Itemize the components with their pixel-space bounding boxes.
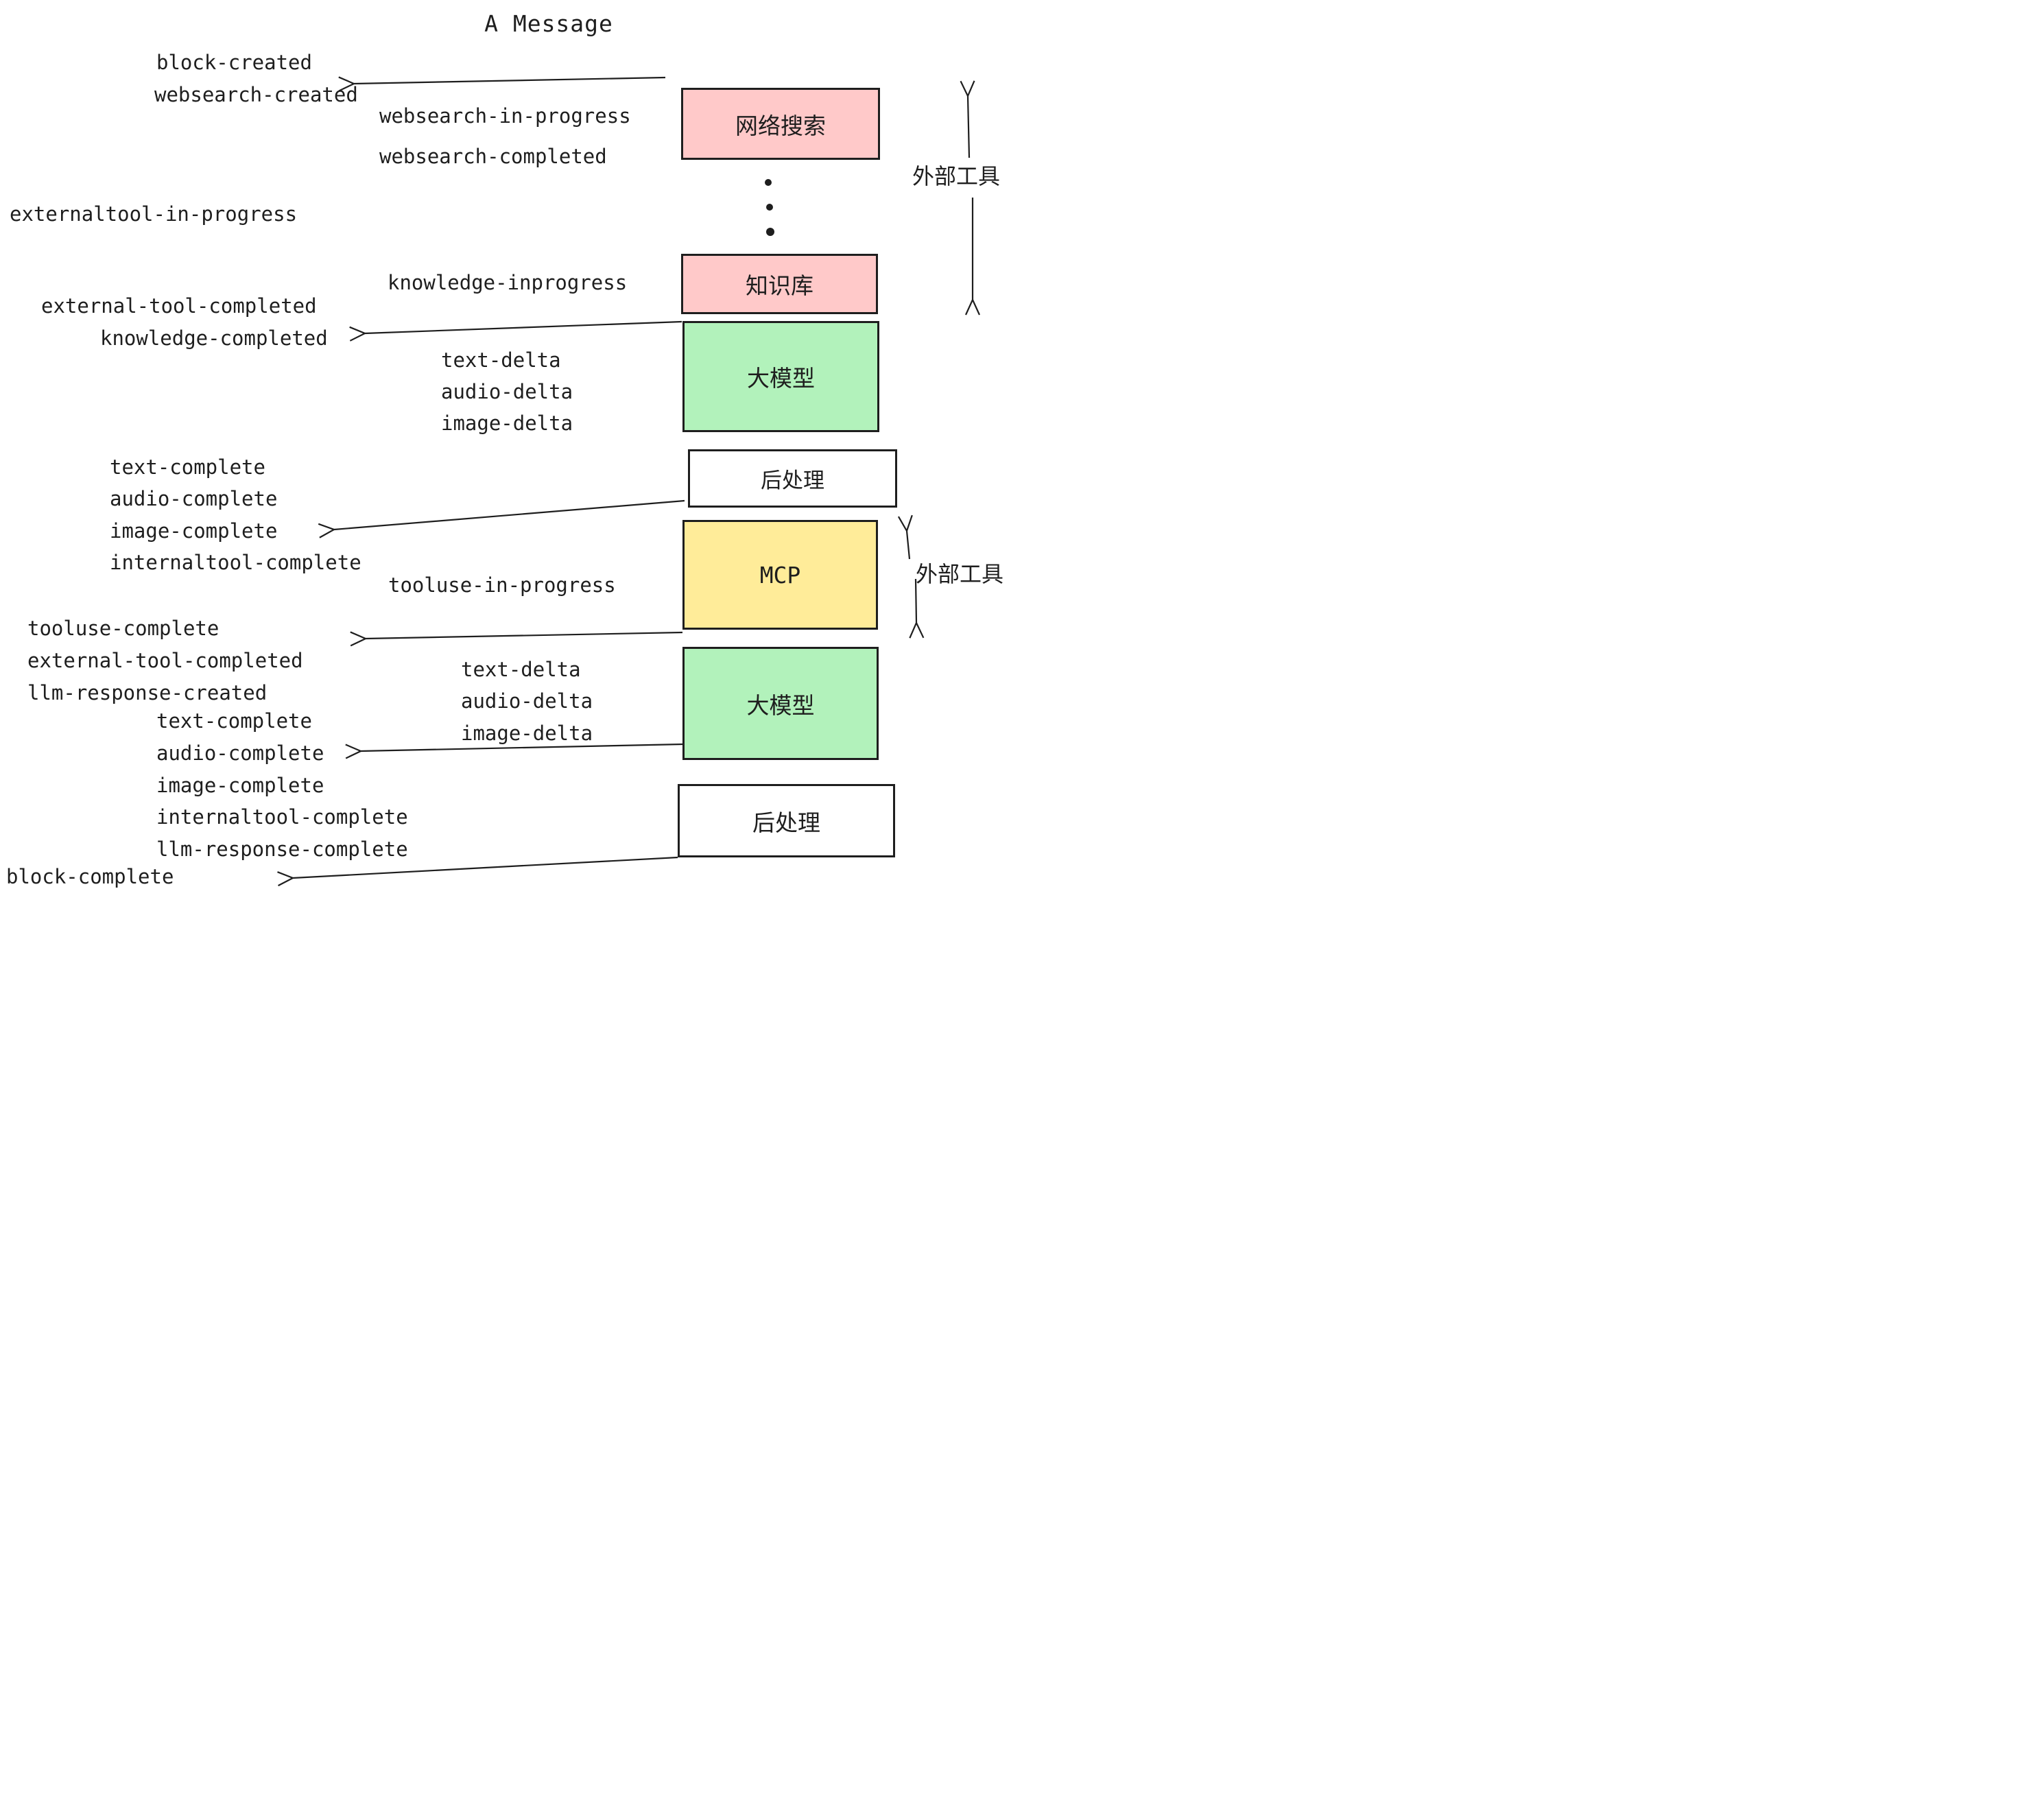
event-text-complete-1: text-complete bbox=[110, 455, 265, 479]
node-llm-1-label: 大模型 bbox=[747, 365, 815, 392]
external-tools-top-arrow-up bbox=[960, 80, 975, 158]
event-llm-response-created: llm-response-created bbox=[27, 681, 268, 704]
event-text-complete-2: text-complete bbox=[156, 709, 312, 733]
event-tooluse-in-progress: tooluse-in-progress bbox=[388, 573, 616, 597]
event-externaltool-in-progress: externaltool-in-progress bbox=[10, 202, 298, 226]
event-block-created: block-created bbox=[156, 51, 312, 74]
arrow-knowledge-completed bbox=[349, 320, 682, 342]
node-mcp: MCP bbox=[682, 520, 878, 630]
event-internaltool-complete-2: internaltool-complete bbox=[156, 805, 408, 829]
event-tooluse-complete: tooluse-complete bbox=[27, 617, 219, 640]
node-mcp-label: MCP bbox=[759, 561, 801, 589]
event-audio-delta-2: audio-delta bbox=[461, 689, 593, 713]
event-audio-delta-1: audio-delta bbox=[441, 380, 573, 403]
event-internaltool-complete-1: internaltool-complete bbox=[110, 551, 361, 574]
event-external-tool-completed-1: external-tool-completed bbox=[41, 294, 317, 318]
external-tools-top-label: 外部工具 bbox=[912, 163, 1001, 189]
event-external-tool-completed-2: external-tool-completed bbox=[27, 649, 303, 672]
external-tools-mcp-label: 外部工具 bbox=[916, 561, 1004, 587]
node-postprocess-1: 后处理 bbox=[688, 449, 897, 508]
node-postprocess-2: 后处理 bbox=[678, 784, 895, 857]
event-image-delta-1: image-delta bbox=[441, 412, 573, 435]
arrow-layer bbox=[277, 76, 981, 887]
event-image-complete-1: image-complete bbox=[110, 519, 278, 543]
node-llm-1: 大模型 bbox=[682, 321, 879, 432]
event-audio-complete-1: audio-complete bbox=[110, 487, 278, 510]
event-audio-complete-2: audio-complete bbox=[156, 741, 324, 765]
event-knowledge-completed: knowledge-completed bbox=[100, 327, 328, 350]
node-llm-2: 大模型 bbox=[682, 647, 879, 760]
node-knowledge-base: 知识库 bbox=[681, 254, 878, 314]
arrow-tooluse-complete bbox=[350, 631, 683, 647]
event-websearch-created: websearch-created bbox=[154, 83, 358, 106]
event-image-complete-2: image-complete bbox=[156, 774, 324, 797]
ellipsis-dots bbox=[765, 179, 774, 236]
diagram-title: A Message bbox=[484, 10, 613, 37]
event-block-complete: block-complete bbox=[6, 865, 174, 888]
node-postprocess-1-label: 后处理 bbox=[761, 468, 824, 493]
external-tools-mcp-arrow-up bbox=[897, 514, 913, 560]
event-websearch-completed: websearch-completed bbox=[379, 145, 607, 168]
message-flow-diagram: A Message 网络搜索 知识库 大模型 后处理 MCP 大模型 后处理 外… bbox=[0, 0, 1022, 902]
node-postprocess-2-label: 后处理 bbox=[752, 809, 820, 836]
event-text-delta-1: text-delta bbox=[441, 348, 561, 372]
arrow-image-complete bbox=[318, 499, 685, 538]
event-image-delta-2: image-delta bbox=[461, 722, 593, 745]
event-websearch-in-progress: websearch-in-progress bbox=[379, 104, 631, 128]
node-llm-2-label: 大模型 bbox=[746, 691, 815, 719]
event-text-delta-2: text-delta bbox=[461, 658, 581, 681]
event-llm-response-complete: llm-response-complete bbox=[156, 838, 408, 861]
arrow-block-complete bbox=[277, 856, 678, 887]
arrow-audio-complete bbox=[345, 743, 683, 759]
arrow-websearch-created bbox=[338, 76, 666, 92]
event-knowledge-inprogress: knowledge-inprogress bbox=[388, 271, 628, 294]
node-knowledge-base-label: 知识库 bbox=[746, 272, 813, 299]
node-websearch-label: 网络搜索 bbox=[735, 112, 826, 139]
node-websearch: 网络搜索 bbox=[681, 88, 880, 160]
